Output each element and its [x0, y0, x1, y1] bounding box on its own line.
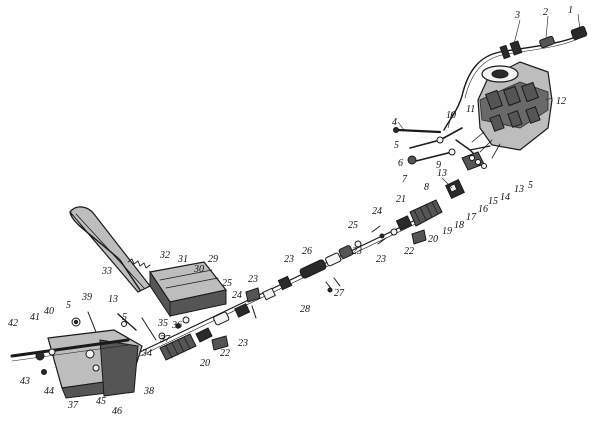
callout-44: 44: [44, 386, 54, 397]
callout-46: 46: [112, 406, 122, 417]
callout-20a: 20: [428, 234, 438, 245]
lower-joints: [213, 287, 261, 326]
callout-27: 27: [334, 288, 345, 299]
callout-26: 26: [302, 246, 312, 257]
callout-30: 30: [193, 264, 204, 275]
callout-33: 33: [101, 266, 112, 277]
callout-34: 34: [141, 348, 152, 359]
boot-lower: [159, 327, 229, 361]
callout-5d: 5: [122, 312, 127, 323]
callout-16: 16: [478, 204, 488, 215]
callout-15: 15: [488, 196, 498, 207]
callout-23b: 23: [352, 246, 362, 257]
rod-4: [393, 127, 442, 134]
callout-13a: 13: [437, 168, 447, 179]
callout-23d: 23: [248, 274, 258, 285]
callout-29: 29: [208, 254, 218, 265]
callout-18: 18: [454, 220, 464, 231]
mid-joints: [262, 240, 362, 301]
callout-8: 8: [424, 182, 429, 193]
small-parts-pedal: [71, 311, 137, 333]
callout-9: 9: [436, 160, 441, 171]
clips-upper: [371, 225, 427, 245]
small-parts-13-18: [445, 155, 487, 199]
callout-5b: 5: [528, 180, 533, 191]
callout-1: 1: [568, 5, 573, 16]
callout-14: 14: [500, 192, 510, 203]
callout-7: 7: [402, 174, 408, 185]
callout-25a: 25: [348, 220, 358, 231]
callout-31: 31: [177, 254, 188, 265]
callout-32: 32: [159, 250, 170, 261]
callout-23c: 23: [284, 254, 294, 265]
callout-17: 17: [466, 212, 477, 223]
linkage-cluster: [407, 127, 491, 171]
control-cable: [443, 25, 588, 131]
callout-25b: 25: [222, 278, 232, 289]
pedal-assembly: [69, 206, 228, 341]
pedal-shaft: [10, 338, 130, 375]
callout-39: 39: [81, 292, 92, 303]
callout-41: 41: [30, 312, 40, 323]
callout-45: 45: [96, 396, 106, 407]
callout-42: 42: [8, 318, 18, 329]
callout-20b: 20: [200, 358, 210, 369]
callout-37a: 37: [159, 334, 171, 345]
callout-23a: 23: [376, 254, 386, 265]
callout-10: 10: [446, 110, 456, 121]
callout-40: 40: [44, 306, 54, 317]
callout-11: 11: [466, 104, 475, 115]
callout-19: 19: [442, 226, 452, 237]
callout-24b: 24: [232, 290, 242, 301]
callout-12: 12: [556, 96, 566, 107]
gearbox-housing: [471, 61, 553, 159]
callout-13b: 13: [514, 184, 524, 195]
callout-24a: 24: [372, 206, 382, 217]
callout-5a: 5: [394, 140, 399, 151]
callout-labels: 1 2 3 4 5 5 5 5 6 7 8 9 10 11 12 13 13 1…: [8, 5, 573, 417]
callout-37b: 37: [67, 400, 79, 411]
callout-28: 28: [300, 304, 310, 315]
boot-upper: [395, 199, 443, 231]
callout-38: 38: [143, 386, 154, 397]
callout-22a: 22: [404, 246, 414, 257]
callout-3: 3: [514, 10, 520, 21]
callout-43: 43: [20, 376, 30, 387]
callout-23e: 23: [238, 338, 248, 349]
pedal-base-plate: [47, 329, 143, 399]
callout-6: 6: [398, 158, 403, 169]
callout-22b: 22: [220, 348, 230, 359]
callout-4: 4: [392, 117, 397, 128]
callout-21: 21: [396, 194, 406, 205]
callout-5c: 5: [66, 300, 71, 311]
callout-36: 36: [171, 320, 182, 331]
callout-35: 35: [157, 318, 168, 329]
leader-lines: [397, 13, 581, 189]
callout-2: 2: [543, 7, 548, 18]
callout-13c: 13: [108, 294, 118, 305]
